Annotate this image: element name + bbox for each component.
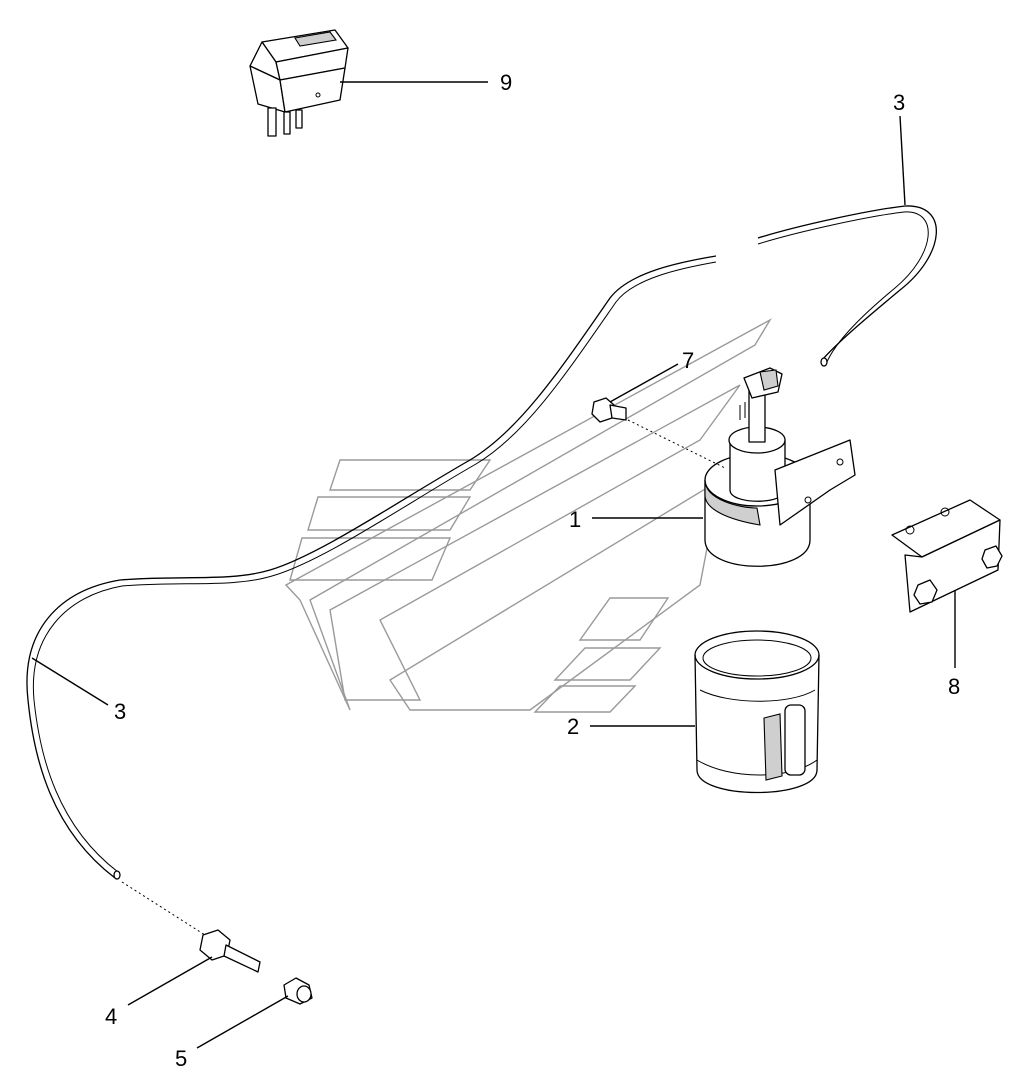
leader-3-left: [31, 657, 109, 706]
callout-2: 2: [567, 714, 579, 739]
callout-4: 4: [105, 1004, 117, 1029]
callout-9: 9: [500, 70, 512, 95]
cap-nut-icon: [283, 977, 313, 1005]
bolt-icon: [591, 397, 726, 469]
hose-left-icon: [26, 255, 828, 880]
callout-8: 8: [948, 674, 960, 699]
callout-1: 1: [569, 507, 581, 532]
callout-5: 5: [175, 1046, 187, 1071]
leader-3-top: [899, 115, 906, 206]
leader-5: [196, 995, 289, 1049]
fluid-reservoir-pump-icon: [704, 367, 856, 567]
leader-4: [127, 956, 213, 1006]
callout-7: 7: [682, 348, 694, 373]
callout-labels: 9 3 7 1 8 3 2 4 5: [105, 70, 960, 1071]
leader-lines: [31, 81, 956, 1049]
nozzle-fitting-icon: [121, 881, 261, 973]
rocker-switch-icon: [249, 29, 349, 137]
watermark-logo: [284, 318, 772, 713]
mounting-bracket-icon: [891, 499, 1003, 613]
callout-3-top: 3: [893, 90, 905, 115]
callout-3-left: 3: [114, 699, 126, 724]
leader-7: [609, 363, 679, 403]
reservoir-sleeve-icon: [694, 630, 820, 794]
hose-upper-right-icon: [757, 205, 937, 365]
